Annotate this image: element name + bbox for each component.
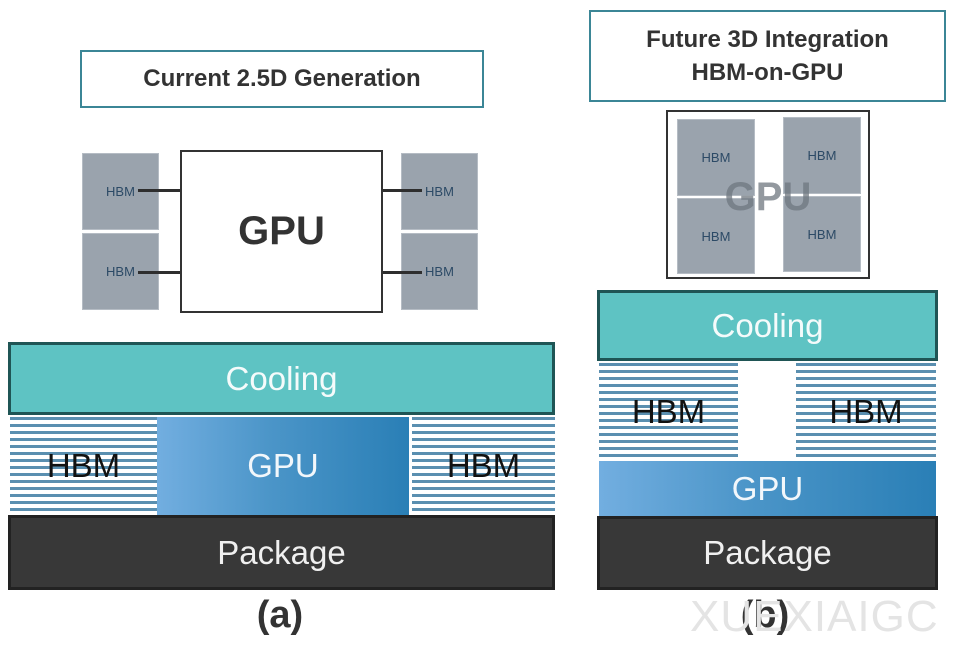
- hbm-stack-label: HBM: [446, 447, 521, 484]
- hbm-stack-label: HBM: [631, 392, 706, 430]
- hbm-stack-label: HBM: [46, 447, 121, 484]
- panel-a-label-text: (a): [256, 594, 304, 636]
- interconnect-line: [138, 271, 181, 274]
- interconnect-line: [138, 189, 181, 192]
- cooling-layer-a: Cooling: [8, 342, 555, 415]
- gpu-die-label: GPU: [724, 174, 812, 219]
- watermark: XUEXIAIGC: [690, 592, 952, 646]
- gpu-die-top-b: HBM HBM HBM HBM GPU: [666, 110, 870, 279]
- cooling-layer-b: Cooling: [597, 290, 938, 361]
- hbm-chip-label: HBM: [701, 228, 731, 244]
- panel-a-title-text: Current 2.5D Generation: [143, 65, 421, 92]
- panel-b-label-text: (b): [740, 594, 790, 636]
- hbm-chip-top-right-b: HBM: [783, 117, 861, 194]
- panel-b-title: Future 3D Integration HBM-on-GPU: [589, 10, 946, 102]
- watermark-text: XUEXIAIGC: [690, 592, 939, 641]
- hbm-stack-label: HBM: [829, 392, 903, 430]
- interconnect-line: [382, 271, 422, 274]
- hbm-chip-label: HBM: [106, 184, 135, 199]
- hbm-chip-bottom-right-b: HBM: [783, 196, 861, 272]
- hbm-stack-left-a: HBM: [10, 417, 157, 515]
- hbm-chip-label: HBM: [807, 226, 837, 242]
- gpu-layer-b: GPU: [599, 461, 936, 516]
- cooling-label: Cooling: [225, 359, 338, 397]
- panel-b-title-line2: HBM-on-GPU: [691, 59, 844, 86]
- panel-a-title: Current 2.5D Generation: [80, 50, 484, 108]
- hbm-chip-label: HBM: [425, 264, 454, 279]
- hbm-chip-top-left-b: HBM: [677, 119, 755, 196]
- gpu-die-top-a: GPU: [180, 150, 383, 313]
- gpu-die-label-faded: GPU: [668, 172, 868, 222]
- package-layer-a: Package: [8, 515, 555, 590]
- gpu-layer-label: GPU: [731, 469, 804, 507]
- hbm-chip-label: HBM: [807, 148, 837, 163]
- package-layer-b: Package: [597, 516, 938, 590]
- panel-b-title-line1: Future 3D Integration: [646, 26, 889, 53]
- hbm-chip-label: HBM: [425, 184, 454, 199]
- hbm-stack-right-b: HBM: [796, 363, 936, 460]
- cooling-label: Cooling: [711, 306, 824, 344]
- gpu-die-label: GPU: [238, 209, 325, 253]
- gpu-layer-label: GPU: [247, 447, 319, 484]
- hbm-stack-right-a: HBM: [412, 417, 555, 515]
- gpu-layer-a: GPU: [157, 417, 409, 515]
- panel-b-label: (b): [705, 594, 825, 644]
- interconnect-line: [382, 189, 422, 192]
- panel-a-label: (a): [220, 594, 340, 644]
- hbm-chip-bottom-right-a: HBM: [401, 233, 478, 310]
- hbm-chip-label: HBM: [701, 150, 731, 165]
- hbm-chip-bottom-left-b: HBM: [677, 198, 755, 274]
- hbm-stack-left-b: HBM: [599, 363, 738, 460]
- package-label: Package: [217, 533, 346, 571]
- hbm-chip-label: HBM: [106, 264, 135, 279]
- package-label: Package: [703, 534, 832, 571]
